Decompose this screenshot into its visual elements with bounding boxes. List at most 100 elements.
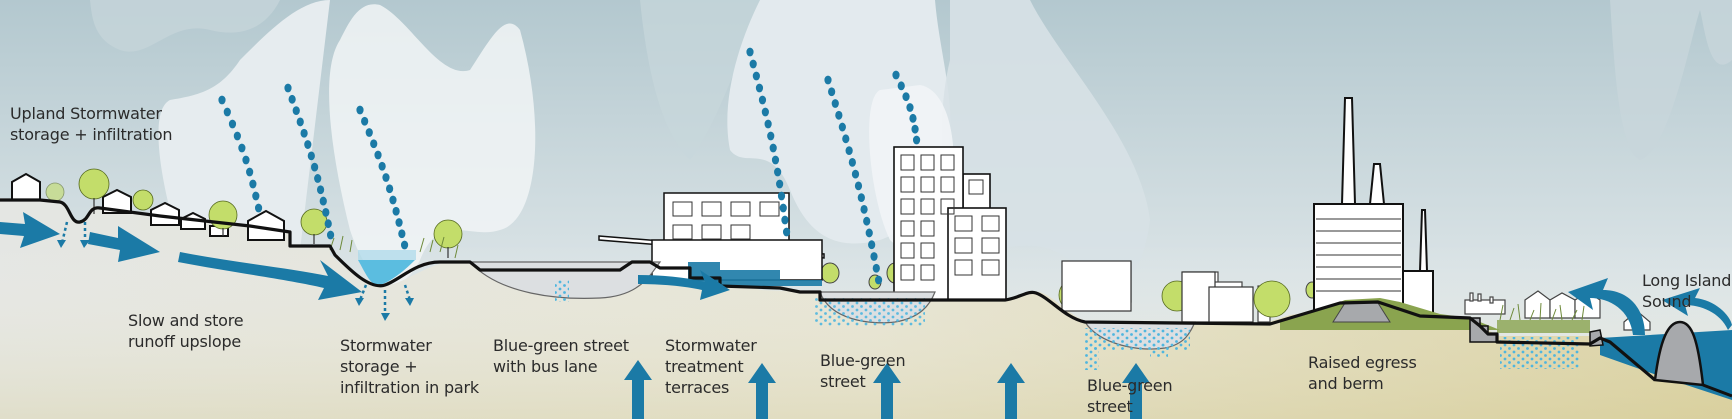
rain-drop [249, 179, 257, 189]
rain-drop [326, 230, 335, 240]
rain-drop [774, 167, 782, 177]
rain-drop [386, 184, 394, 194]
rain-drop [779, 203, 787, 213]
rain-drop [782, 227, 791, 237]
rain-drop [252, 191, 260, 201]
label-treatment-terraces: Stormwater treatment terraces [665, 336, 757, 397]
rain-drop [378, 161, 386, 171]
rain-drop [314, 174, 322, 183]
rain-drop [311, 162, 319, 172]
wetland [1497, 320, 1590, 333]
tower-windows [900, 154, 1000, 281]
rain-drop [316, 185, 325, 195]
rain-drop [777, 191, 786, 201]
rain-drop [233, 131, 241, 141]
rain-drop [868, 240, 876, 250]
rain-drop [897, 81, 905, 91]
label-raised-egress-berm: Raised egress and berm [1308, 353, 1417, 393]
rain-drop [242, 155, 250, 165]
rain-drop [769, 143, 777, 153]
rain-drop [860, 205, 868, 214]
rain-drop [851, 169, 860, 179]
rain-drop [238, 143, 246, 153]
rain-drop [374, 150, 382, 160]
rain-drop [254, 203, 263, 213]
rain-drop [848, 157, 856, 167]
rain-drop [781, 215, 789, 225]
rain-drop [870, 252, 878, 261]
rain-drop [746, 47, 754, 57]
sea-wall [1653, 320, 1705, 387]
office-windows [672, 201, 780, 240]
rain-drop [906, 103, 914, 112]
cloud [158, 0, 330, 277]
label-long-island-sound: Long Island Sound [1642, 271, 1732, 311]
cloud [640, 0, 760, 160]
rain-drop [292, 106, 300, 116]
label-bus-lane-street: Blue-green street with bus lane [493, 336, 629, 376]
rain-drop [400, 240, 409, 250]
infiltration-arrows [60, 221, 412, 315]
rain-drop [758, 95, 767, 105]
label-upland-stormwater: Upland Stormwater storage + infiltration [10, 104, 173, 144]
rain-drop [761, 107, 769, 117]
rain-drop [389, 195, 397, 205]
rain-drop [771, 155, 780, 165]
groundwater-rise-arrow-icon [624, 360, 1150, 419]
rain-drop [767, 131, 775, 141]
rain-drop [304, 140, 312, 149]
rain-drop [828, 87, 836, 97]
mid-buildings [1061, 260, 1254, 323]
rain-drop [228, 119, 237, 129]
power-plant [1313, 97, 1434, 317]
ground-line [0, 198, 1657, 382]
label-blue-green-street-1: Blue-green street [820, 351, 906, 391]
rain-drop [838, 122, 846, 132]
reeds [329, 235, 1585, 321]
rain-drop [865, 228, 873, 238]
rain-drop [246, 167, 254, 177]
rain-drops-icon [218, 47, 921, 285]
storm-surge-arrow-icon [1568, 278, 1732, 335]
label-blue-green-street-2: Blue-green street [1087, 376, 1173, 416]
rain-drop [365, 128, 373, 137]
rain-drop [764, 119, 772, 129]
rain-drop [324, 219, 332, 229]
rain-drop [398, 229, 406, 239]
rain-drop [370, 139, 378, 149]
label-park-storage: Stormwater storage + infiltration in par… [340, 336, 479, 397]
rain-drop [845, 146, 853, 155]
rain-drop [831, 99, 839, 108]
rain-drop [382, 173, 390, 182]
rain-drop [307, 151, 315, 161]
label-slow-and-store: Slow and store runoff upslope [128, 311, 244, 351]
rain-drop [835, 110, 843, 120]
rain-drop [296, 117, 304, 127]
rain-drop [749, 59, 757, 69]
rain-drop [874, 275, 883, 285]
rain-drop [909, 113, 917, 123]
rain-drop [912, 135, 921, 145]
rain-drop [842, 134, 850, 144]
cloud [1610, 0, 1732, 160]
rain-drop [284, 83, 292, 93]
rain-drop [776, 179, 784, 189]
cloud [329, 4, 536, 285]
rain-drop [857, 193, 865, 203]
rain-drop [223, 107, 231, 117]
runoff-arrow-icon [0, 212, 730, 300]
rain-drop [911, 124, 919, 134]
rain-drop [892, 70, 900, 80]
rain-drop [356, 105, 364, 115]
rain-drop [319, 196, 327, 206]
rain-drop [872, 263, 880, 273]
rain-drop [218, 95, 226, 105]
rain-drop [824, 75, 832, 85]
rain-drop [755, 83, 764, 93]
rain-drop [322, 207, 330, 217]
rain-drop [392, 206, 400, 216]
rain-drop [863, 216, 871, 226]
rain-drop [854, 181, 863, 191]
